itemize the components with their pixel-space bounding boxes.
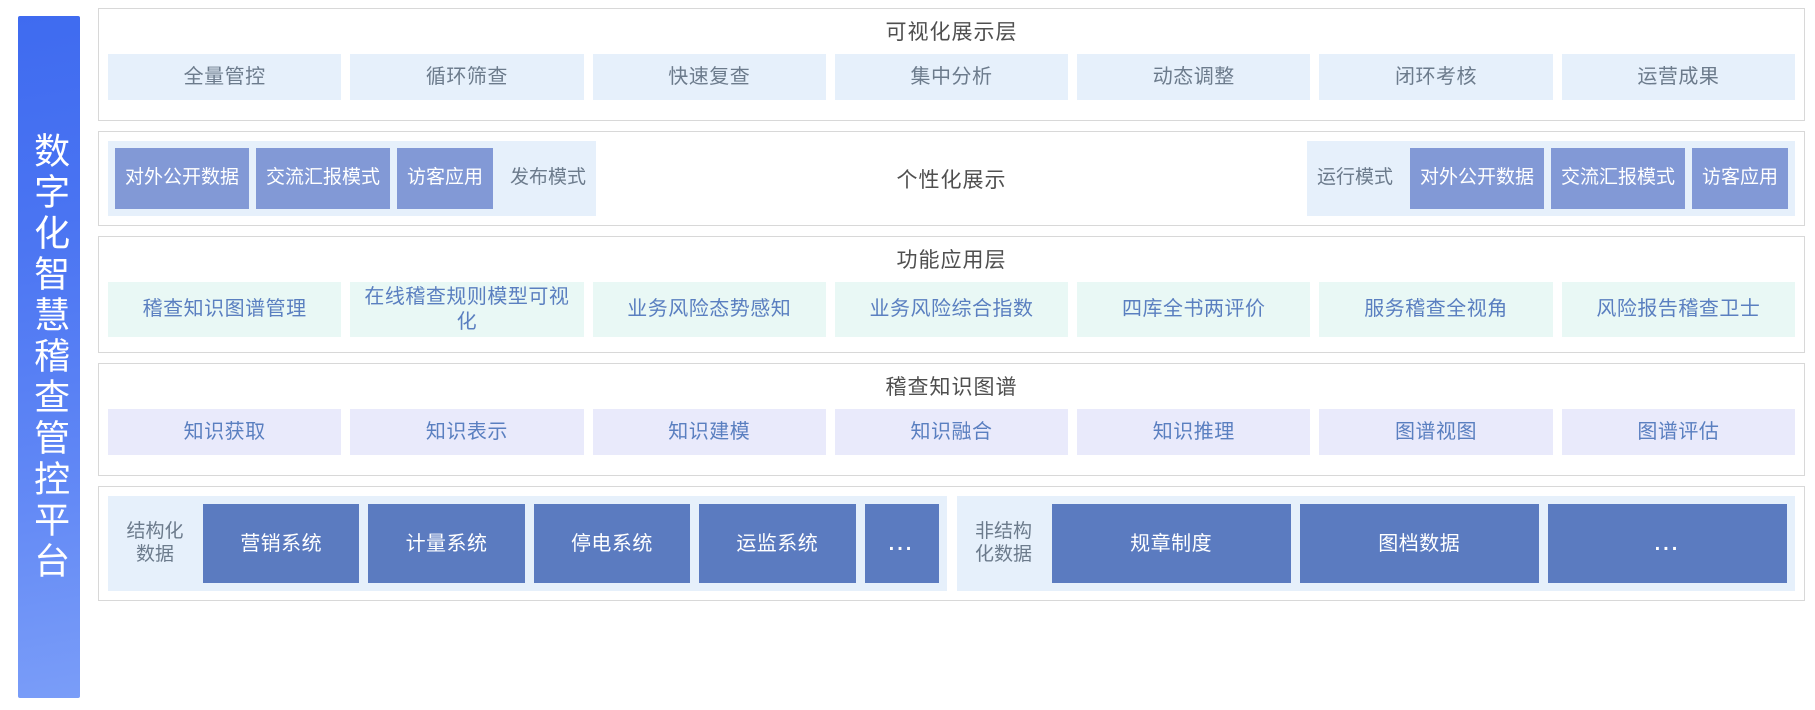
layer-visualization-items: 全量管控 循环筛查 快速复查 集中分析 动态调整 闭环考核 运营成果 — [99, 54, 1804, 100]
platform-title: 数字化智慧稽查管控平台 — [29, 131, 71, 583]
layer-stack: 可视化展示层 全量管控 循环筛查 快速复查 集中分析 动态调整 闭环考核 运营成… — [98, 8, 1805, 704]
layer-functional-application-title: 功能应用层 — [896, 249, 1007, 272]
viz-item-1[interactable]: 循环筛查 — [350, 54, 584, 100]
kg-item-6[interactable]: 图谱评估 — [1561, 409, 1795, 455]
structured-item-3[interactable]: 运监系统 — [699, 504, 856, 583]
data-sources-strip: 结构化数据 营销系统 计量系统 停电系统 运监系统 ... 非结构化数据 规章制… — [99, 487, 1804, 600]
mode-left-item-2[interactable]: 访客应用 — [397, 148, 494, 209]
unstructured-item-1[interactable]: 图档数据 — [1299, 504, 1539, 583]
kg-item-4[interactable]: 知识推理 — [1077, 409, 1311, 455]
structured-item-more[interactable]: ... — [864, 504, 939, 583]
func-item-4[interactable]: 四库全书两评价 — [1077, 282, 1311, 337]
mode-left-item-3[interactable]: 发布模式 — [510, 167, 587, 189]
viz-item-5[interactable]: 闭环考核 — [1319, 54, 1553, 100]
viz-item-2[interactable]: 快速复查 — [592, 54, 826, 100]
personalized-display-strip: 对外公开数据 交流汇报模式 访客应用 发布模式 个性化展示 运行模式 对外公开数… — [99, 132, 1804, 225]
structured-data-label: 结构化数据 — [126, 520, 184, 565]
func-item-1[interactable]: 在线稽查规则模型可视化 — [350, 282, 584, 337]
mode-left-item-0[interactable]: 对外公开数据 — [115, 148, 250, 209]
kg-item-5[interactable]: 图谱视图 — [1319, 409, 1553, 455]
unstructured-data-group: 非结构化数据 规章制度 图档数据 ... — [956, 496, 1795, 591]
personalized-display-label: 个性化展示 — [596, 141, 1307, 216]
platform-brand-banner: 数字化智慧稽查管控平台 — [18, 16, 80, 698]
func-item-5[interactable]: 服务稽查全视角 — [1319, 282, 1553, 337]
kg-item-3[interactable]: 知识融合 — [834, 409, 1069, 455]
layer-visualization: 可视化展示层 全量管控 循环筛查 快速复查 集中分析 动态调整 闭环考核 运营成… — [98, 8, 1805, 121]
layer-knowledge-graph: 稽查知识图谱 知识获取 知识表示 知识建模 知识融合 知识推理 图谱视图 图谱评… — [98, 363, 1805, 476]
kg-item-1[interactable]: 知识表示 — [350, 409, 584, 455]
viz-item-6[interactable]: 运营成果 — [1561, 54, 1795, 100]
structured-item-0[interactable]: 营销系统 — [203, 504, 360, 583]
layer-personalized-display: 对外公开数据 交流汇报模式 访客应用 发布模式 个性化展示 运行模式 对外公开数… — [98, 131, 1805, 226]
viz-item-0[interactable]: 全量管控 — [108, 54, 342, 100]
layer-data-sources: 结构化数据 营销系统 计量系统 停电系统 运监系统 ... 非结构化数据 规章制… — [98, 486, 1805, 601]
mode-right-item-1[interactable]: 对外公开数据 — [1409, 148, 1544, 209]
mode-right-item-2[interactable]: 交流汇报模式 — [1550, 148, 1685, 209]
viz-item-4[interactable]: 动态调整 — [1077, 54, 1311, 100]
layer-functional-application-items: 稽查知识图谱管理 在线稽查规则模型可视化 业务风险态势感知 业务风险综合指数 四… — [99, 282, 1804, 337]
personalized-left-group: 对外公开数据 交流汇报模式 访客应用 发布模式 — [108, 141, 597, 216]
kg-item-2[interactable]: 知识建模 — [592, 409, 826, 455]
mode-left-item-1[interactable]: 交流汇报模式 — [256, 148, 391, 209]
func-item-3[interactable]: 业务风险综合指数 — [834, 282, 1069, 337]
mode-right-item-0[interactable]: 运行模式 — [1316, 167, 1393, 189]
structured-item-2[interactable]: 停电系统 — [533, 504, 691, 583]
layer-visualization-title: 可视化展示层 — [885, 21, 1018, 44]
unstructured-item-more[interactable]: ... — [1547, 504, 1788, 583]
unstructured-data-label: 非结构化数据 — [974, 520, 1032, 565]
layer-knowledge-graph-items: 知识获取 知识表示 知识建模 知识融合 知识推理 图谱视图 图谱评估 — [99, 409, 1804, 455]
kg-item-0[interactable]: 知识获取 — [108, 409, 342, 455]
func-item-6[interactable]: 风险报告稽查卫士 — [1561, 282, 1795, 337]
func-item-2[interactable]: 业务风险态势感知 — [592, 282, 826, 337]
viz-item-3[interactable]: 集中分析 — [834, 54, 1069, 100]
layer-functional-application: 功能应用层 稽查知识图谱管理 在线稽查规则模型可视化 业务风险态势感知 业务风险… — [98, 236, 1805, 353]
structured-data-group: 结构化数据 营销系统 计量系统 停电系统 运监系统 ... — [108, 496, 947, 591]
personalized-right-group: 运行模式 对外公开数据 交流汇报模式 访客应用 — [1306, 141, 1795, 216]
unstructured-item-0[interactable]: 规章制度 — [1051, 504, 1291, 583]
structured-item-1[interactable]: 计量系统 — [368, 504, 525, 583]
layer-knowledge-graph-title: 稽查知识图谱 — [885, 376, 1018, 399]
mode-right-item-3[interactable]: 访客应用 — [1691, 148, 1788, 209]
func-item-0[interactable]: 稽查知识图谱管理 — [108, 282, 342, 337]
